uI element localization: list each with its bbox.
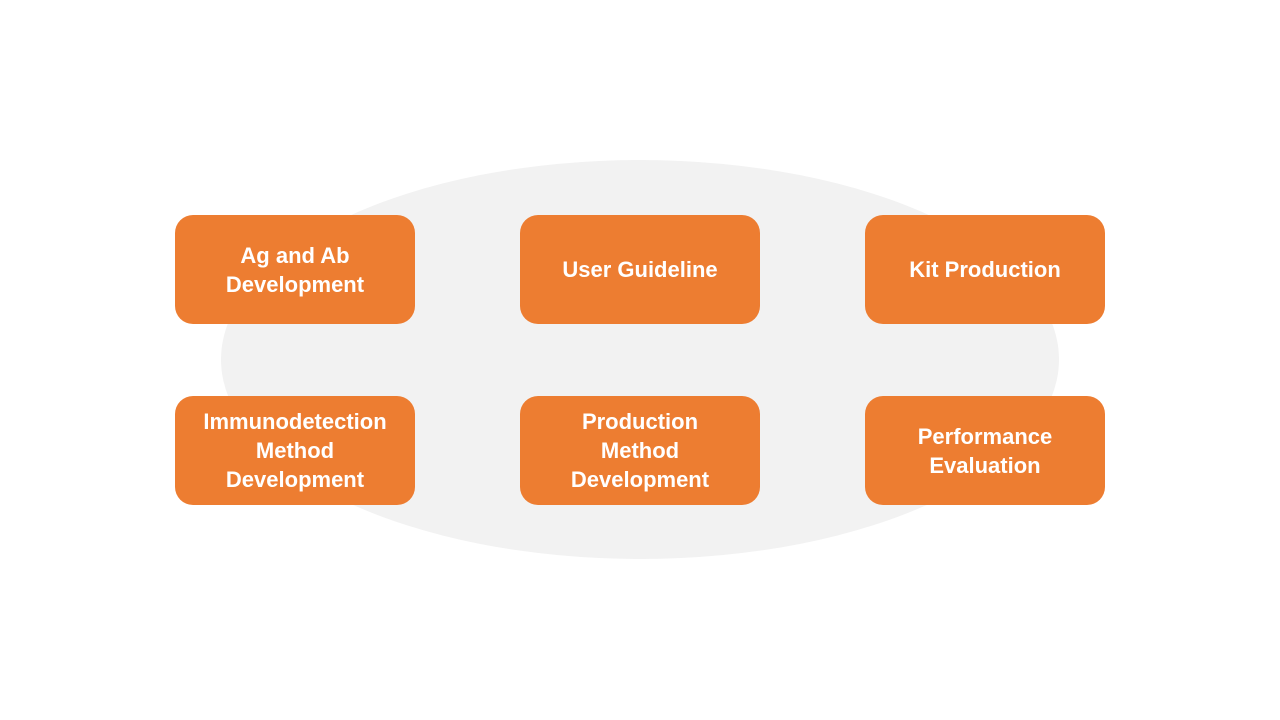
box-label: Ag and Ab Development — [225, 242, 365, 297]
box-label: Kit Production — [909, 257, 1061, 282]
box-ag-ab-development: Ag and Ab Development — [175, 215, 415, 324]
box-kit-production: Kit Production — [865, 215, 1105, 324]
box-immunodetection-method-development: Immunodetection Method Development — [175, 396, 415, 505]
box-label: Performance Evaluation — [917, 423, 1053, 478]
box-performance-evaluation: Performance Evaluation — [865, 396, 1105, 505]
box-user-guideline: User Guideline — [520, 215, 760, 324]
box-label: User Guideline — [562, 257, 718, 282]
box-production-method-development: Production Method Development — [520, 396, 760, 505]
box-label: Production Method Development — [570, 409, 710, 492]
box-label: Immunodetection Method Development — [203, 409, 387, 492]
